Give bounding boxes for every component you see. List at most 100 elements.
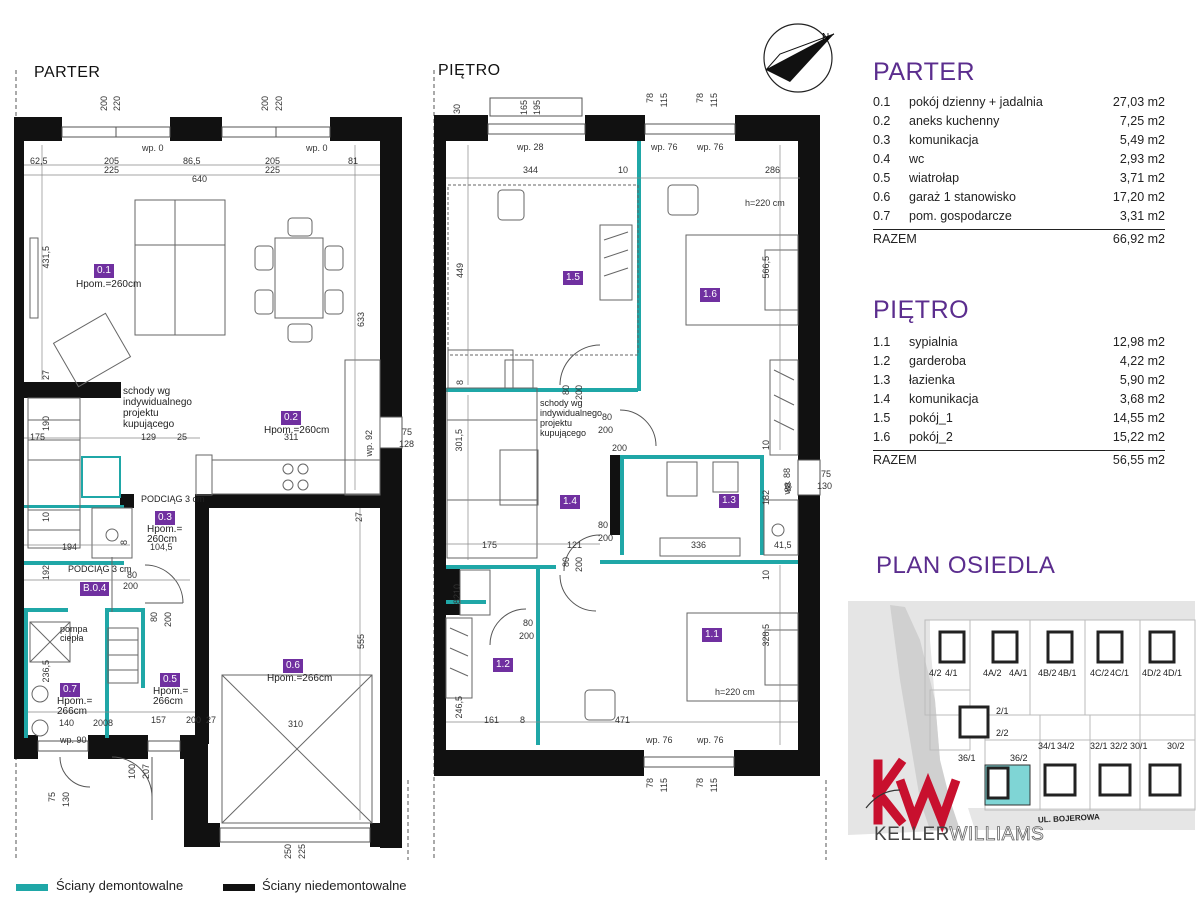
room-area: 27,03 m2 [1112,94,1165,109]
dim-label: 195 [532,100,542,116]
dim-label: 194 [62,542,78,552]
dim-label: 80 [561,557,571,568]
site-plan-map [848,601,1196,835]
total-area: 66,92 m2 [1112,232,1165,246]
dim-label: 10 [41,512,51,523]
room-name: pokój_1 [909,410,953,425]
upper-windows [487,97,821,768]
room-number: 1.2 [873,353,891,368]
room-name: wiatrołap [909,170,960,185]
room-badge-0-3: 0.3 [155,511,175,525]
plot-label: 30/2 [1167,741,1185,751]
upper-furniture [445,184,799,721]
room-number: 1.4 [873,391,891,406]
svg-text:N: N [822,32,829,43]
dim-label: 115 [709,93,719,108]
dim-label: 633 [356,312,366,328]
window-sill-label-3: wp. 90 [60,735,87,745]
dim-label: 200 [260,96,270,112]
room-badge-0-2: 0.2 [281,411,301,425]
dim-label: 301,5 [454,429,464,452]
total-label: RAZEM [873,232,917,246]
room-area: 15,22 m2 [1112,429,1165,444]
dim-label: 431,5 [41,246,51,269]
plot-label: 4C/2 [1090,668,1110,678]
dim-label: 86,5 [183,156,201,166]
dim-label: 200 [163,612,173,628]
room-number: 0.2 [873,113,891,128]
upper-door-swings [489,344,657,646]
dim-label: 2008 [93,718,114,728]
plot-label: 4B/1 [1058,668,1077,678]
plot-label: 34/2 [1057,741,1075,751]
dim-label: 140 [59,718,75,728]
room-area: 17,20 m2 [1112,189,1165,204]
dim-label: 165 [519,100,529,116]
brand-name-keller: KELLER [874,824,950,845]
plot-label: 4D/2 [1142,668,1162,678]
dim-label: 27 [41,370,51,381]
dim-label: 205 [104,156,120,166]
dim-label: 200 [99,96,109,112]
total-row: RAZEM 66,92 m2 [873,229,1165,246]
upper-floor-walls [434,115,820,776]
plot-label: 4D/1 [1163,668,1183,678]
room-area: 5,90 m2 [1119,372,1165,387]
window-sill-label-2: wp. 0 [306,143,328,153]
room-name: garderoba [909,353,966,368]
upper-demountable-walls [446,141,798,745]
dim-label: 192 [41,565,51,581]
dim-label: 121 [567,540,583,550]
dim-label: 30 [452,104,462,115]
room-name: pokój_2 [909,429,953,444]
dim-label: 182 [761,490,771,506]
dim-label: 640 [192,174,208,184]
total-area: 56,55 m2 [1112,453,1165,467]
room-area: 3,71 m2 [1119,170,1165,185]
dim-label: 78 [695,778,705,789]
keller-williams-logo [865,757,961,833]
dim-label: 115 [659,93,669,108]
stairs-note-upper: schody wg indywidualnego projektu kupują… [540,398,603,438]
dim-label: 311 [284,432,299,442]
window-sill-label-7: wp. 76 [697,142,724,152]
plot-label: 36/1 [958,753,976,763]
dim-label: 75 [47,792,57,803]
dim-label: 190 [41,416,51,432]
room-name: łazienka [909,372,955,387]
dim-label: 80 [127,570,138,580]
room-number: 0.1 [873,94,891,109]
dim-label: 286 [765,165,781,175]
dim-label: 80 [523,618,534,628]
dim-label: 130 [61,792,71,808]
room-area: 3,31 m2 [1119,208,1165,223]
dim-label: 80 [149,612,159,623]
plot-label: 34/1 [1038,741,1056,751]
dim-label: 88 [783,482,793,493]
dim-label: 200 [574,557,584,573]
dim-label: 25 [177,432,188,442]
dim-label: 80 [602,412,613,422]
plot-label: 30/1 [1130,741,1148,751]
room-height-0-3: Hpom.= 260cm [147,524,183,545]
room-badge-0-7: 0.7 [60,683,80,697]
room-area: 14,55 m2 [1112,410,1165,425]
room-area: 7,25 m2 [1119,113,1165,128]
ceiling-height-label-2: h=220 cm [715,687,755,697]
dim-label: 8210 [452,584,462,605]
dim-label: 10 [761,570,771,581]
dim-label: 75 [402,427,413,437]
dim-label: 225 [297,844,307,860]
legend-demountable-label: Ściany demontowalne [56,878,184,893]
room-name: wc [909,151,925,166]
dim-label: 200 [123,581,139,591]
legend-non-demountable: Ściany niedemontowalne [262,878,407,893]
upper-floor-title: PIĘTRO [438,62,501,79]
plot-label: 4/2 [929,668,942,678]
dim-label: 78 [645,93,655,104]
room-name: komunikacja [909,132,979,147]
